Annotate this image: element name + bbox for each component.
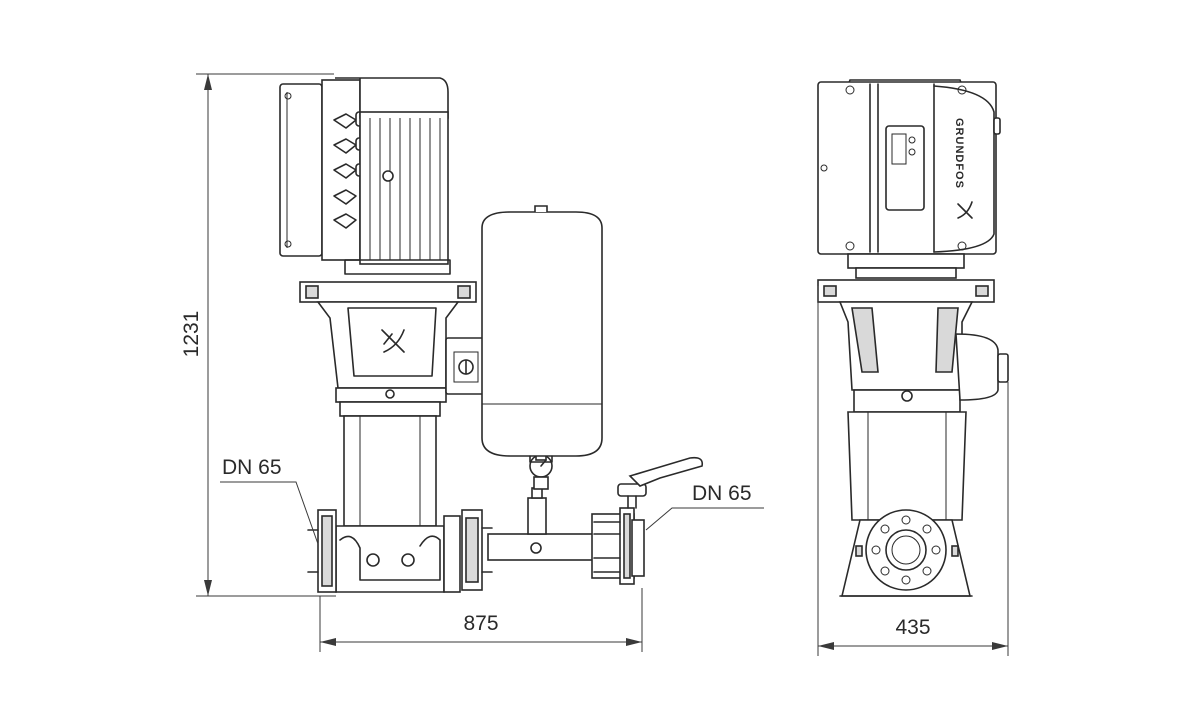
pump-base bbox=[307, 509, 493, 593]
outlet-valve bbox=[591, 456, 704, 585]
pressure-gauge bbox=[529, 453, 553, 490]
valve-handle-icon bbox=[628, 456, 704, 487]
side-width-dimension: 435 bbox=[817, 286, 1009, 656]
pressure-switch bbox=[445, 337, 487, 395]
discharge-manifold bbox=[487, 487, 601, 561]
brand-logo-text: GRUNDFOS bbox=[953, 118, 965, 189]
inlet-label: DN 65 bbox=[222, 456, 282, 479]
side-view: GRUNDFOS bbox=[817, 79, 1009, 597]
front-view bbox=[220, 77, 764, 593]
front-width-value: 875 bbox=[463, 612, 498, 635]
diaphragm-tank bbox=[481, 205, 603, 463]
motor-stool bbox=[299, 281, 477, 417]
front-width-dimension: 875 bbox=[319, 588, 643, 652]
control-panel-display bbox=[885, 125, 925, 211]
motor-body bbox=[335, 77, 451, 275]
outlet-label: DN 65 bbox=[692, 482, 752, 505]
height-dimension: 1231 bbox=[180, 73, 336, 597]
side-pump-base bbox=[839, 509, 973, 597]
side-pressure-switch bbox=[955, 333, 1009, 401]
pump-sleeve bbox=[343, 415, 437, 527]
height-value: 1231 bbox=[180, 311, 203, 358]
side-width-value: 435 bbox=[895, 616, 930, 639]
grundfos-x-icon bbox=[957, 201, 973, 219]
grundfos-logo-icon bbox=[381, 329, 405, 353]
motor-controller-housing: GRUNDFOS bbox=[817, 81, 1001, 255]
